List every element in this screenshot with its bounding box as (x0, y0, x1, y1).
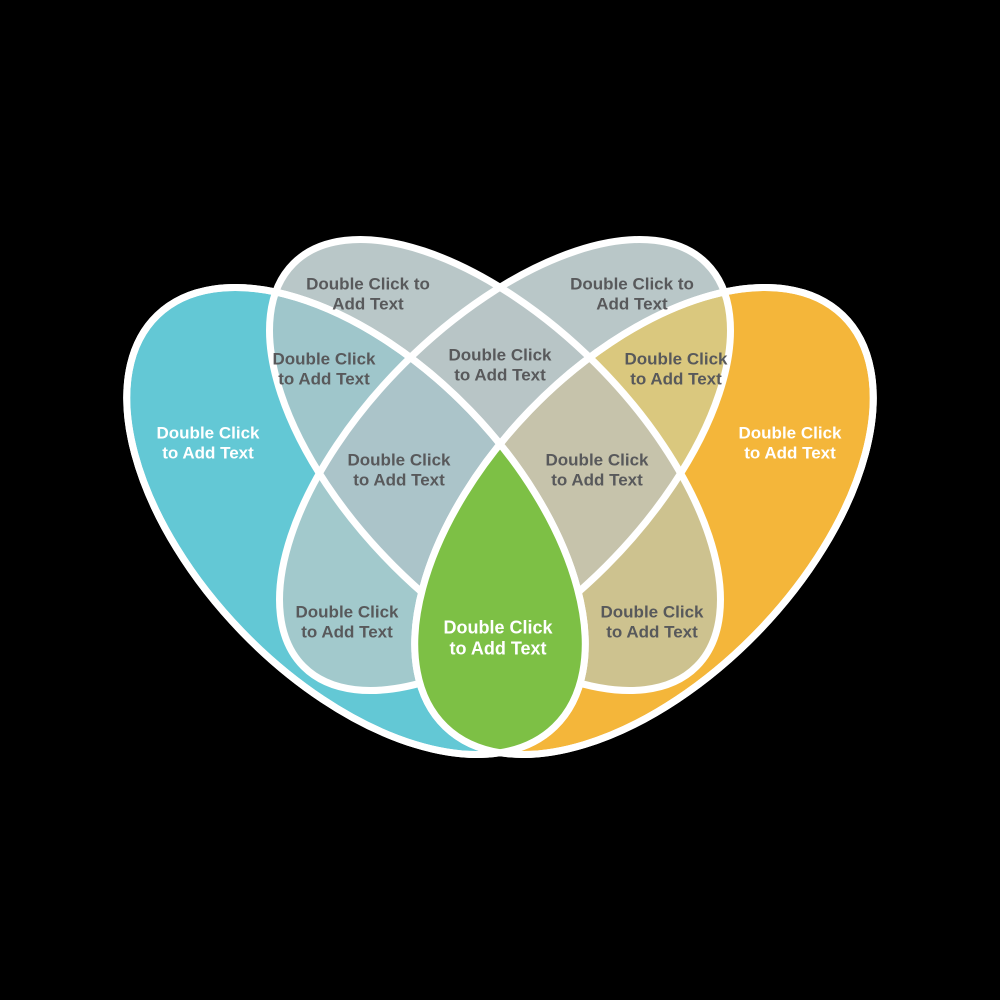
venn-set-outline-set-mid-right (276, 236, 734, 694)
venn-label-line: Add Text (332, 294, 404, 313)
venn-label-line: to Add Text (162, 443, 254, 462)
venn-label-line: Double Click (624, 349, 728, 369)
venn-label-line: Double Click (272, 349, 376, 369)
venn-set-outline-set-right (411, 283, 877, 759)
venn-label-line: Add Text (596, 294, 668, 313)
venn-label-line: to Add Text (744, 443, 836, 462)
venn-label-line: Double Click (443, 617, 553, 638)
venn-set-outline-set-mid-left (266, 236, 724, 694)
venn-label-line: to Add Text (278, 369, 370, 388)
venn-label-line: Double Click (545, 450, 649, 470)
venn-label-line: to Add Text (353, 470, 445, 489)
venn-label-line: to Add Text (606, 622, 698, 641)
venn-label-line: Double Click to (570, 274, 694, 294)
venn-label-line: to Add Text (449, 638, 547, 658)
venn-label-line: to Add Text (630, 369, 722, 388)
venn-label-line: Double Click to (306, 274, 430, 294)
venn-label-line: Double Click (600, 602, 704, 622)
venn-label-line: Double Click (295, 602, 399, 622)
venn-label-line: to Add Text (301, 622, 393, 641)
venn-label-line: to Add Text (454, 365, 546, 384)
venn-label-line: Double Click (448, 345, 552, 365)
venn-set-outline-set-left (123, 283, 589, 759)
venn-label-line: Double Click (156, 423, 260, 443)
venn-label-line: to Add Text (551, 470, 643, 489)
venn-label-line: Double Click (347, 450, 451, 470)
venn-label-line: Double Click (738, 423, 842, 443)
